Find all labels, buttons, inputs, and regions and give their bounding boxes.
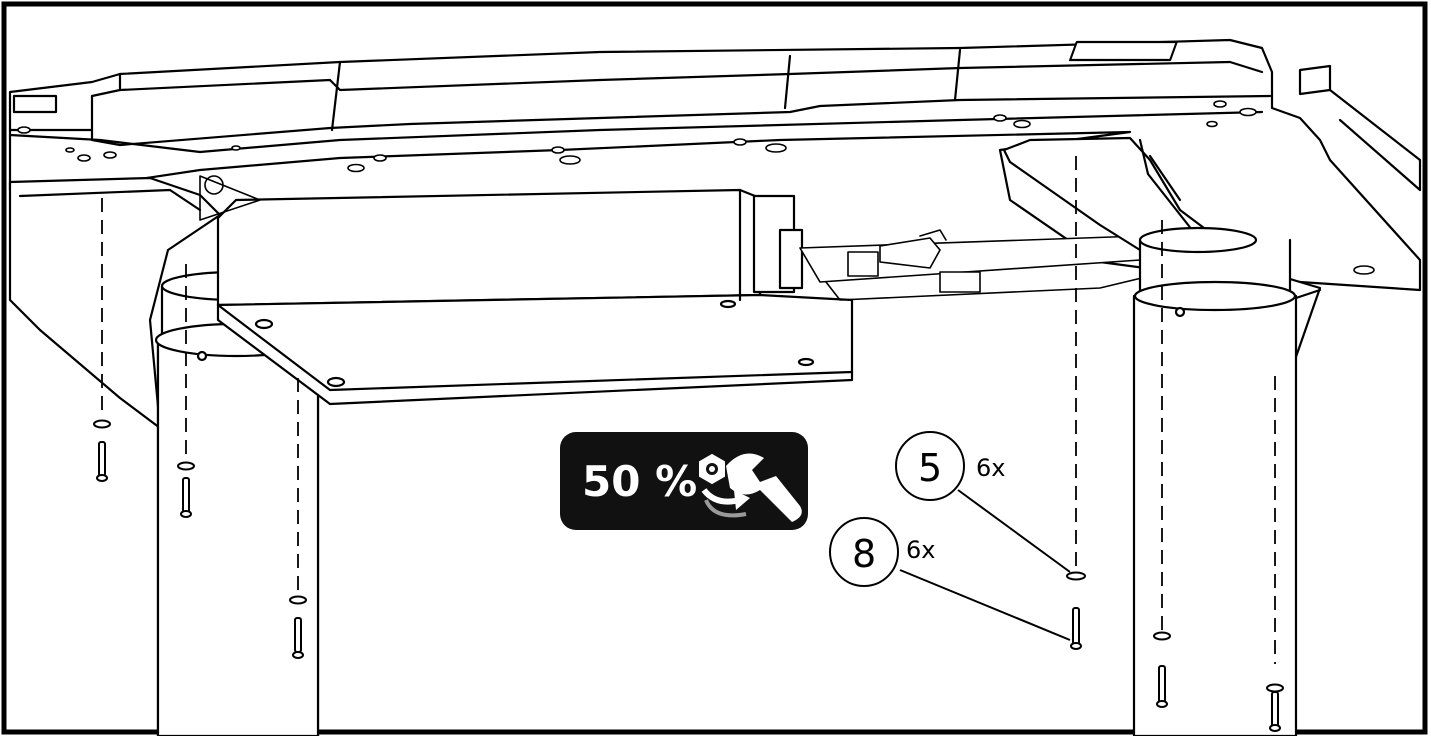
frame-holes — [17, 100, 1375, 275]
callout-part-5: 5 6x — [895, 431, 1071, 573]
alignment-lines — [101, 156, 1276, 664]
torque-badge: 50 % — [560, 432, 808, 530]
screws-and-washers — [93, 419, 1284, 732]
control-box — [216, 188, 854, 406]
screw-set-3 — [289, 595, 307, 659]
torque-value: 50 % — [582, 457, 697, 506]
callout-part-8: 8 6x — [829, 517, 1071, 641]
motor-cable-assembly — [199, 175, 1151, 301]
callout-8-number: 8 — [852, 532, 876, 576]
wrench-nut-rotate-icon — [699, 453, 802, 522]
screw-set-5 — [1153, 631, 1171, 708]
callout-5-number: 5 — [918, 446, 942, 490]
callout-5-quantity: 6x — [976, 454, 1005, 482]
screw-set-6 — [1266, 683, 1284, 732]
screw-set-1 — [93, 419, 111, 482]
table-frame-top-rail — [8, 38, 1422, 292]
screw-set-4 — [1066, 571, 1086, 650]
left-leg-bracket — [8, 176, 222, 430]
right-leg-column — [1132, 226, 1298, 736]
screw-set-2 — [177, 461, 195, 518]
callout-8-quantity: 6x — [906, 536, 935, 564]
